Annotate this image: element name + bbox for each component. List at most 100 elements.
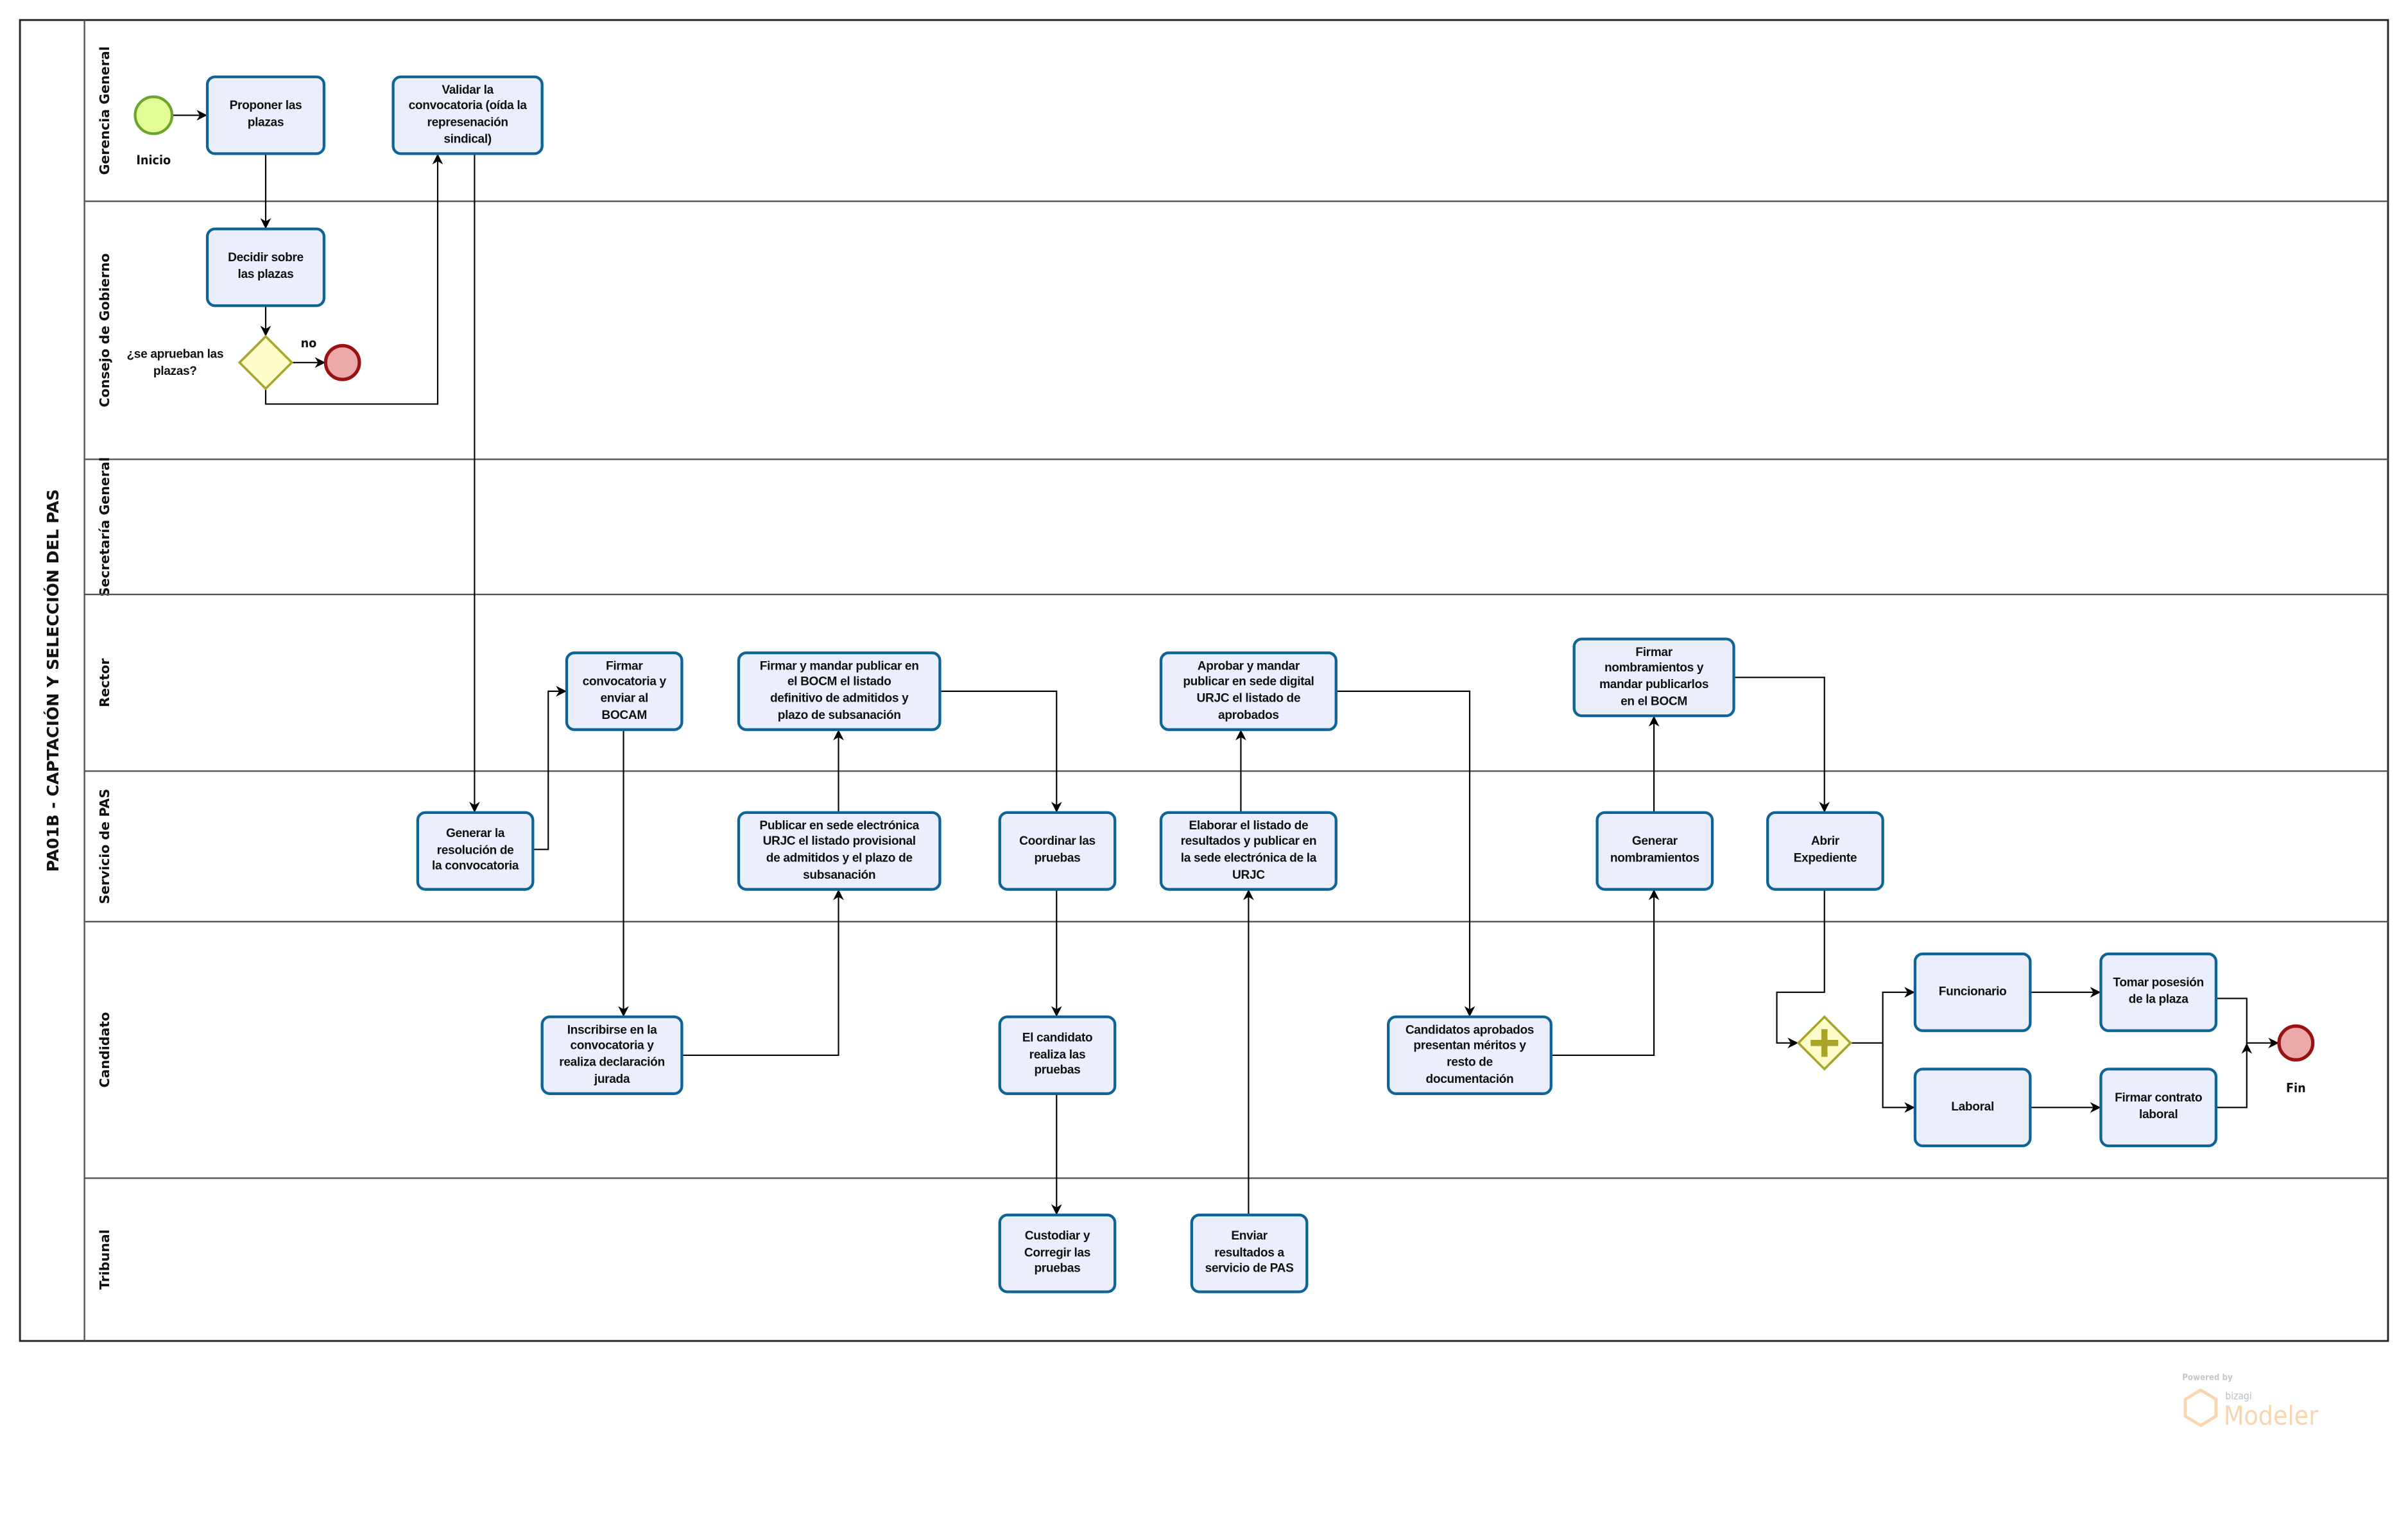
task-validar[interactable]: Validar la convocatoria (oída la represe… bbox=[391, 75, 544, 155]
lane-label: Secretaría General bbox=[97, 457, 112, 596]
task-elaborar[interactable]: Elaborar el listado de resultados y publ… bbox=[1159, 811, 1337, 891]
task-label: Generar la resolución de la convocatoria bbox=[432, 826, 519, 873]
task-box[interactable] bbox=[565, 651, 684, 731]
task-label: Firmar nombramientos y mandar publicarlo… bbox=[1599, 644, 1709, 708]
task-box[interactable] bbox=[540, 1015, 684, 1095]
task-box[interactable] bbox=[998, 1015, 1117, 1095]
task-box[interactable] bbox=[205, 75, 326, 155]
lane-label: Servicio de PAS bbox=[97, 789, 112, 904]
sequence-flow[interactable] bbox=[1776, 889, 1825, 1049]
task-enviar-resultados[interactable]: Enviar resultados a servicio de PAS bbox=[1190, 1213, 1309, 1293]
task-inscribirse[interactable]: Inscribirse en la convocatoria y realiza… bbox=[540, 1015, 684, 1095]
task-label: Inscribirse en la convocatoria y realiza… bbox=[559, 1023, 665, 1085]
exclusive-gateway-icon[interactable] bbox=[237, 334, 294, 391]
watermark-product: Modeler bbox=[2224, 1400, 2319, 1431]
task-label: Firmar y mandar publicar en el BOCM el l… bbox=[759, 659, 919, 721]
task-label: Laboral bbox=[1951, 1099, 1994, 1114]
task-box[interactable] bbox=[205, 227, 326, 307]
task-box[interactable] bbox=[416, 811, 535, 891]
task-label: Enviar resultados a servicio de PAS bbox=[1205, 1229, 1294, 1275]
task-label: Publicar en sede electrónica URJC el lis… bbox=[759, 818, 919, 881]
task-box[interactable] bbox=[1386, 1015, 1552, 1095]
lane-label: Candidato bbox=[97, 1012, 112, 1088]
task-abrir-expediente[interactable]: Abrir Expediente bbox=[1766, 811, 1884, 891]
sequence-flow[interactable] bbox=[1882, 1042, 1915, 1113]
watermark-brand: bizagi bbox=[2225, 1390, 2251, 1402]
task-label: Firmar contrato laboral bbox=[2115, 1091, 2203, 1121]
task-box[interactable] bbox=[2099, 952, 2218, 1032]
sequence-flow[interactable] bbox=[1733, 677, 1830, 813]
plus-icon bbox=[1810, 1029, 1839, 1057]
task-box[interactable] bbox=[2099, 1067, 2218, 1148]
task-publicar-sede[interactable]: Publicar en sede electrónica URJC el lis… bbox=[737, 811, 942, 891]
lane-label: Consejo de Gobierno bbox=[97, 254, 112, 408]
pool-title: PA01B - CAPTACIÓN Y SELECCIÓN DEL PAS bbox=[43, 489, 62, 872]
task-label: Aprobar y mandar publicar en sede digita… bbox=[1183, 659, 1314, 721]
task-label: Abrir Expediente bbox=[1793, 834, 1857, 865]
task-box[interactable] bbox=[737, 651, 942, 731]
task-proponer[interactable]: Proponer las plazas bbox=[205, 75, 326, 155]
task-label: Coordinar las pruebas bbox=[1019, 834, 1096, 865]
task-funcionario[interactable]: Funcionario bbox=[1913, 952, 2032, 1032]
task-label: Tomar posesión de la plaza bbox=[2113, 976, 2204, 1006]
task-label: Firmar convocatoria y enviar al BOCAM bbox=[582, 659, 666, 721]
sequence-flow[interactable] bbox=[940, 690, 1062, 813]
task-tomar-posesion[interactable]: Tomar posesión de la plaza bbox=[2099, 952, 2218, 1032]
task-label: Decidir sobre las plazas bbox=[228, 251, 304, 281]
task-box[interactable] bbox=[1595, 811, 1714, 891]
lane-label: Tribunal bbox=[97, 1229, 112, 1290]
task-box[interactable] bbox=[998, 811, 1117, 891]
task-box[interactable] bbox=[1159, 651, 1337, 731]
task-candidatos-aprobados[interactable]: Candidatos aprobados presentan méritos y… bbox=[1386, 1015, 1552, 1095]
task-box[interactable] bbox=[1766, 811, 1884, 891]
end-label: Fin bbox=[2286, 1080, 2306, 1095]
task-generar-nombramientos[interactable]: Generar nombramientos bbox=[1595, 811, 1714, 891]
task-generar-resolucion[interactable]: Generar la resolución de la convocatoria bbox=[416, 811, 535, 891]
start-event-icon[interactable] bbox=[133, 95, 174, 135]
task-label: Funcionario bbox=[1938, 984, 2007, 998]
sequence-flow[interactable] bbox=[2215, 1042, 2253, 1109]
sequence-flow[interactable] bbox=[2215, 998, 2279, 1049]
task-firmar-contrato[interactable]: Firmar contrato laboral bbox=[2099, 1067, 2218, 1148]
task-firmar-convocatoria[interactable]: Firmar convocatoria y enviar al BOCAM bbox=[565, 651, 684, 731]
bizagi-watermark: Powered by bizagi Modeler bbox=[2182, 1373, 2319, 1431]
task-box[interactable] bbox=[1159, 811, 1337, 891]
lane-label: Gerencia General bbox=[97, 46, 112, 175]
sequence-flow[interactable] bbox=[1850, 987, 1915, 1044]
task-firmar-bocm[interactable]: Firmar y mandar publicar en el BOCM el l… bbox=[737, 651, 942, 731]
sequence-flow[interactable] bbox=[533, 686, 567, 851]
end-event-icon[interactable] bbox=[2277, 1024, 2315, 1062]
bizagi-logo-icon bbox=[2183, 1388, 2218, 1428]
task-coordinar[interactable]: Coordinar las pruebas bbox=[998, 811, 1117, 891]
task-firmar-nombramientos[interactable]: Firmar nombramientos y mandar publicarlo… bbox=[1572, 637, 1735, 718]
task-custodiar[interactable]: Custodiar y Corregir las pruebas bbox=[998, 1213, 1117, 1293]
watermark-powered: Powered by bbox=[2182, 1373, 2233, 1383]
end-event-rejected-icon[interactable] bbox=[323, 343, 361, 381]
task-box[interactable] bbox=[1190, 1213, 1309, 1293]
no-label: no bbox=[301, 336, 317, 350]
pool: PA01B - CAPTACIÓN Y SELECCIÓN DEL PAS bbox=[19, 19, 2389, 1342]
task-box[interactable] bbox=[737, 811, 942, 891]
start-label: Inicio bbox=[136, 153, 171, 168]
task-label: Validar la convocatoria (oída la represe… bbox=[408, 82, 527, 146]
task-label: Candidatos aprobados presentan méritos y… bbox=[1405, 1023, 1535, 1085]
pool-border bbox=[19, 19, 2389, 1342]
task-label: Custodiar y Corregir las pruebas bbox=[1024, 1229, 1091, 1275]
task-candidato-realiza[interactable]: El candidato realiza las pruebas bbox=[998, 1015, 1117, 1095]
task-box[interactable] bbox=[391, 75, 544, 155]
task-label: Elaborar el listado de resultados y publ… bbox=[1180, 818, 1317, 881]
task-box[interactable] bbox=[1913, 1067, 2032, 1148]
sequence-flow[interactable] bbox=[1336, 690, 1475, 1017]
task-laboral[interactable]: Laboral bbox=[1913, 1067, 2032, 1148]
task-box[interactable] bbox=[1913, 952, 2032, 1032]
task-label: El candidato realiza las pruebas bbox=[1022, 1030, 1093, 1078]
sequence-flow[interactable] bbox=[1551, 889, 1660, 1057]
task-aprobar[interactable]: Aprobar y mandar publicar en sede digita… bbox=[1159, 651, 1337, 731]
task-box[interactable] bbox=[1572, 637, 1735, 718]
sequence-flow[interactable] bbox=[682, 889, 844, 1057]
task-box[interactable] bbox=[998, 1213, 1117, 1293]
sequence-flow[interactable] bbox=[264, 153, 443, 405]
task-decidir[interactable]: Decidir sobre las plazas bbox=[205, 227, 326, 307]
task-label: Proponer las plazas bbox=[229, 99, 302, 130]
